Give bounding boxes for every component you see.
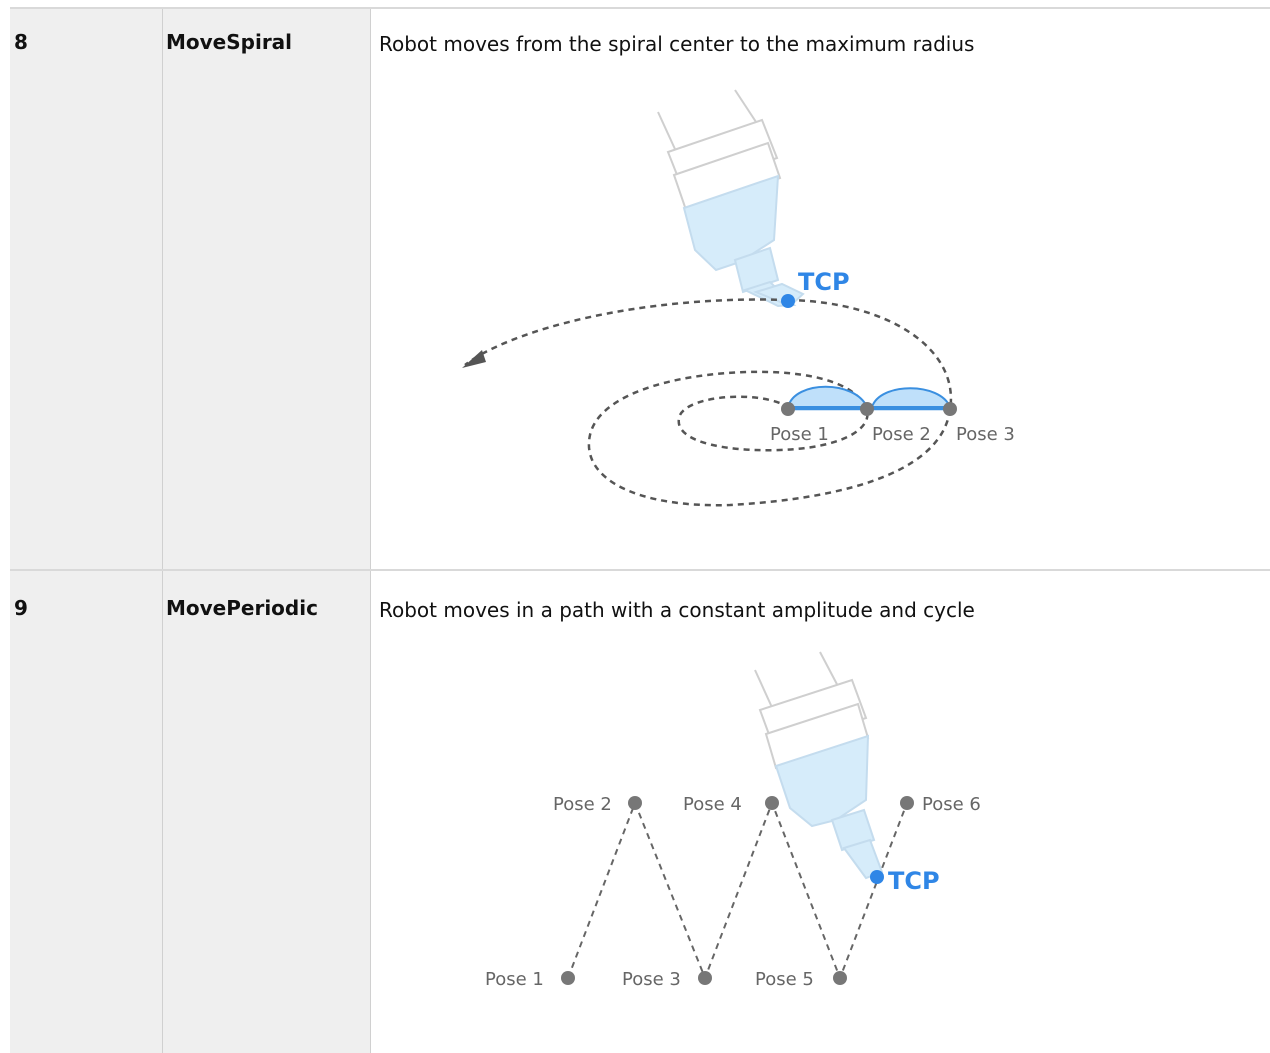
pose-label: Pose 2 <box>872 424 931 445</box>
name-column <box>162 7 370 1053</box>
row-number: 9 <box>14 596 28 620</box>
pose-point <box>833 971 847 985</box>
pose-point <box>561 971 575 985</box>
row-divider <box>10 569 1270 571</box>
moveperiodic-diagram: TCP Pose 1 Pose 2 Pose 3 Pose 4 Pose 5 P… <box>485 651 981 990</box>
movespiral-diagram: TCP Pose 1 Pose 2 Pose 3 <box>462 89 1015 507</box>
pose-point <box>781 402 795 416</box>
function-description: Robot moves in a path with a constant am… <box>379 598 975 622</box>
row-divider <box>10 7 1270 9</box>
tcp-label: TCP <box>888 867 940 895</box>
motion-arc <box>870 387 952 408</box>
tcp-label: TCP <box>798 268 850 296</box>
spiral-path <box>464 298 789 366</box>
function-description: Robot moves from the spiral center to th… <box>379 32 975 56</box>
pose-label: Pose 1 <box>485 969 544 990</box>
robot-tool-icon <box>754 651 884 880</box>
pose-point <box>628 796 642 810</box>
robot-tool-icon <box>657 89 805 308</box>
column-divider <box>162 7 163 1053</box>
pose-label: Pose 2 <box>553 794 612 815</box>
pose-label: Pose 3 <box>956 424 1015 445</box>
row-number: 8 <box>14 30 28 54</box>
function-name: MoveSpiral <box>166 30 293 54</box>
arrow-head-icon <box>462 350 486 368</box>
function-table <box>10 7 1270 1053</box>
tcp-point <box>870 870 884 884</box>
number-column <box>10 7 162 1053</box>
motion-arc <box>786 385 869 408</box>
function-name: MovePeriodic <box>166 596 318 620</box>
pose-label: Pose 1 <box>770 424 829 445</box>
pose-point <box>765 796 779 810</box>
pose-label: Pose 6 <box>922 794 981 815</box>
column-divider <box>370 7 371 1053</box>
periodic-path <box>567 800 908 981</box>
pose-point <box>900 796 914 810</box>
pose-label: Pose 4 <box>683 794 742 815</box>
pose-point <box>698 971 712 985</box>
pose-point <box>860 402 874 416</box>
tcp-point <box>781 294 795 308</box>
pose-label: Pose 5 <box>755 969 814 990</box>
pose-label: Pose 3 <box>622 969 681 990</box>
pose-point <box>943 402 957 416</box>
